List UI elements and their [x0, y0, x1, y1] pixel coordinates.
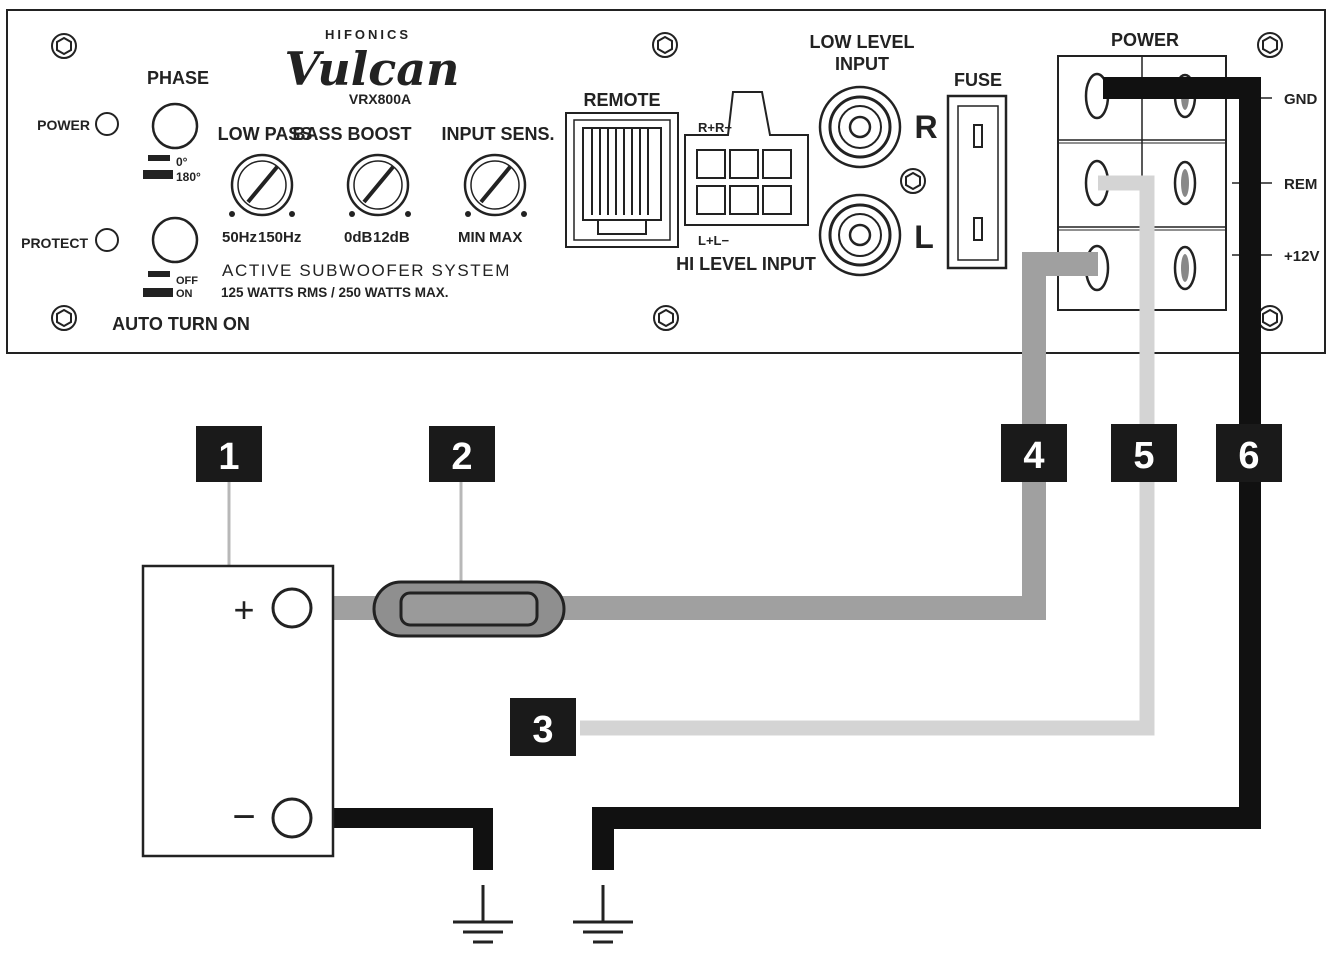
input-sens-max: MAX [489, 229, 522, 246]
tagline: ACTIVE SUBWOOFER SYSTEM [222, 261, 511, 280]
protect-led-label: PROTECT [21, 235, 88, 251]
screw-icon [51, 33, 77, 59]
bass-boost-min: 0dB [344, 229, 373, 246]
callout-badge: 5 [1111, 424, 1177, 482]
auto-turn-on-switch[interactable] [151, 216, 199, 264]
svg-text:4: 4 [1023, 435, 1044, 477]
power-block-title: POWER [1111, 30, 1179, 50]
callout-badge: 3 [510, 698, 576, 756]
input-sens-knob[interactable] [463, 153, 527, 217]
screw-icon [653, 305, 679, 331]
auto-slider-base-icon [143, 288, 173, 297]
model-name: VRX800A [349, 91, 411, 107]
panel-screws [51, 32, 1283, 331]
gnd-label: GND [1284, 91, 1318, 108]
hi-level-label: HI LEVEL INPUT [676, 254, 816, 274]
phase-title: PHASE [147, 68, 209, 88]
callout-badge: 2 [429, 426, 495, 482]
remote-port[interactable] [565, 112, 679, 248]
rca-left-jack[interactable] [818, 193, 902, 277]
inline-fuse [372, 580, 566, 638]
rca-right-jack[interactable] [818, 85, 902, 169]
bass-boost-max: 12dB [373, 229, 410, 246]
bass-boost-title: BASS BOOST [292, 124, 411, 144]
svg-text:2: 2 [451, 436, 472, 478]
rem-terminal[interactable] [1084, 159, 1197, 207]
svg-text:6: 6 [1238, 435, 1259, 477]
auto-opt-on: ON [176, 288, 193, 300]
auto-turn-on-title: AUTO TURN ON [112, 314, 250, 334]
power-led-icon [95, 112, 119, 136]
power-led-label: POWER [37, 117, 90, 133]
rca-left-label: L [914, 219, 934, 255]
auto-slider-icon [148, 271, 170, 277]
hi-level-bottom-pins: L+L− [698, 233, 729, 248]
brand-small: HIFONICS [325, 27, 411, 42]
svg-text:3: 3 [532, 709, 553, 751]
screw-icon [51, 305, 77, 331]
callout-badges: 1 2 3 4 5 6 [196, 424, 1282, 756]
brand-script: Vulcan [285, 42, 460, 96]
svg-text:1: 1 [218, 436, 239, 478]
low-pass-title: LOW PASS [218, 124, 313, 144]
input-sens-title: INPUT SENS. [441, 124, 554, 144]
input-sens-min: MIN [458, 229, 486, 246]
battery-positive-terminal[interactable] [271, 587, 313, 629]
battery-negative-terminal[interactable] [271, 797, 313, 839]
battery-minus-label: − [232, 795, 255, 839]
low-pass-max: 150Hz [258, 229, 301, 246]
phase-slider-base-icon [143, 170, 173, 179]
protect-led-icon [95, 228, 119, 252]
hi-level-connector[interactable] [684, 91, 809, 226]
battery: + − [141, 564, 335, 858]
low-level-label-1: LOW LEVEL [810, 32, 915, 52]
low-pass-min: 50Hz [222, 229, 257, 246]
low-level-label-2: INPUT [835, 54, 889, 74]
rca-right-label: R [914, 109, 937, 145]
ground-symbol-icon [453, 885, 513, 944]
ground-wire [592, 77, 1261, 870]
screw-icon [1257, 32, 1283, 58]
fuse-holder[interactable] [946, 94, 1008, 270]
phase-slider-icon [148, 155, 170, 161]
phase-switch[interactable] [151, 102, 199, 150]
inline-fuse-window [399, 591, 539, 627]
screw-icon [900, 168, 926, 194]
callout-badge: 4 [1001, 424, 1067, 482]
remote-label: REMOTE [583, 90, 660, 110]
battery-ground-wire [312, 808, 493, 870]
screw-icon [1257, 305, 1283, 331]
screw-icon [652, 32, 678, 58]
battery-plus-label: + [233, 589, 254, 630]
plus12-label: +12V [1284, 248, 1319, 265]
low-pass-knob[interactable] [229, 153, 295, 217]
phase-opt-0: 0° [176, 155, 188, 169]
power-rating: 125 WATTS RMS / 250 WATTS MAX. [221, 285, 449, 300]
callout-badge: 1 [196, 426, 262, 482]
svg-text:5: 5 [1133, 435, 1154, 477]
auto-opt-off: OFF [176, 275, 198, 287]
rem-label: REM [1284, 176, 1317, 193]
callout-badge: 6 [1216, 424, 1282, 482]
bass-boost-knob[interactable] [346, 153, 411, 217]
callout-leaders [227, 482, 463, 582]
phase-opt-180: 180° [176, 170, 201, 184]
fuse-label: FUSE [954, 70, 1002, 90]
hi-level-top-pins: R+R− [698, 120, 732, 135]
ground-symbol-icon [573, 885, 633, 944]
